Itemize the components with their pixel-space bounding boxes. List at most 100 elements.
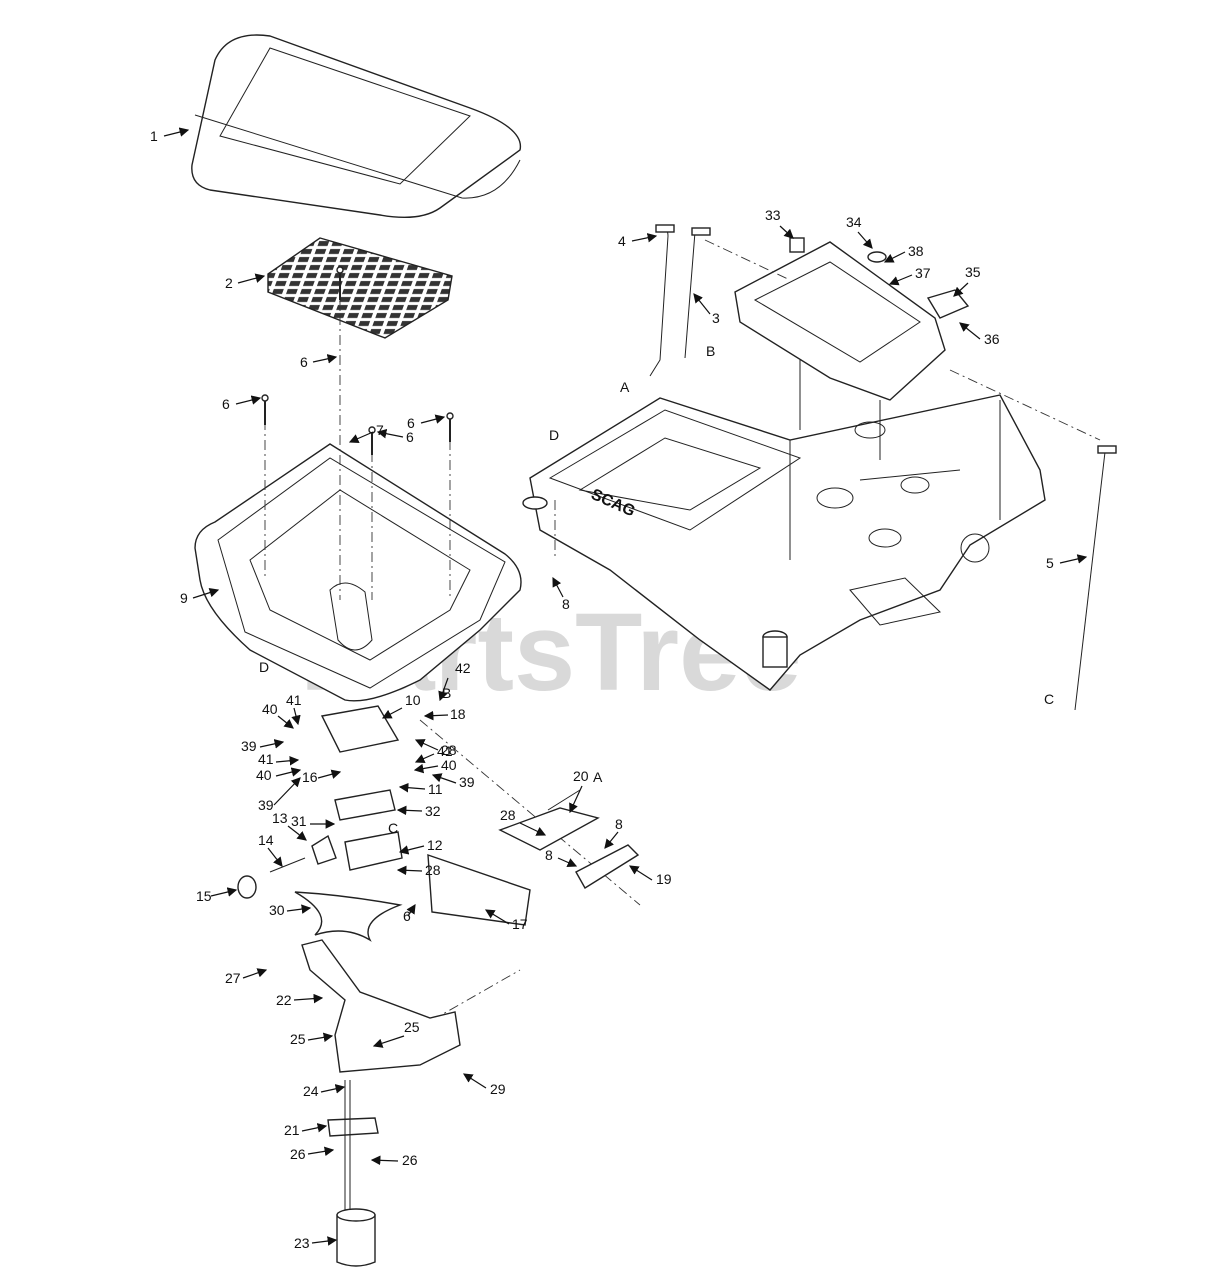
bolt-6-icon [336, 266, 344, 300]
callout: 40 [256, 767, 302, 783]
callout: 32 [396, 803, 441, 819]
callout-label: 8 [545, 847, 553, 863]
reference-letters: A A B B C C D D [259, 343, 1054, 836]
callout: 8 [545, 847, 578, 867]
hopper-lid [191, 34, 522, 218]
callout-label: 13 [272, 810, 288, 826]
callout-label: 40 [441, 757, 457, 773]
callout-label: 28 [441, 742, 457, 758]
callout: 6 [376, 428, 414, 445]
callout: 6 [403, 903, 416, 924]
callout-label: 39 [258, 797, 274, 813]
callout-label: 17 [512, 916, 528, 932]
callout: 11 [398, 781, 443, 797]
callout-label: 6 [406, 429, 414, 445]
callout: 28 [414, 739, 457, 758]
callout: 31 [291, 813, 336, 829]
callout: 15 [196, 887, 238, 904]
callout: 18 [423, 706, 466, 722]
reference-letter: C [1044, 691, 1054, 707]
callout-label: 6 [403, 908, 411, 924]
callout: 28 [396, 862, 441, 878]
callout: 24 [303, 1083, 346, 1099]
callout-label: 15 [196, 888, 212, 904]
callout-label: 39 [459, 774, 475, 790]
callout-label: 41 [286, 692, 302, 708]
cable-5 [1074, 445, 1117, 711]
callout-label: 40 [262, 701, 278, 717]
callout-label: 16 [302, 769, 318, 785]
callout: 16 [302, 769, 342, 785]
bolt-6-icon [261, 394, 269, 425]
reference-letter: D [259, 659, 269, 675]
callout: 10 [381, 692, 421, 719]
callout-label: 30 [269, 902, 285, 918]
callout: 21 [284, 1122, 328, 1138]
callout-label: 22 [276, 992, 292, 1008]
callout-label: 41 [437, 743, 453, 759]
mower-frame: SCAG [522, 394, 1046, 691]
callout-label: 14 [258, 832, 274, 848]
callout: 22 [276, 992, 324, 1008]
callout-label: 26 [290, 1146, 306, 1162]
callout: 5 [1046, 554, 1088, 571]
cable-3 [684, 227, 711, 359]
callout-label: 27 [225, 970, 241, 986]
callout: 13 [272, 810, 307, 841]
callout: 26 [290, 1146, 335, 1162]
callout-label: 25 [404, 1019, 420, 1035]
control-panel [734, 237, 970, 460]
callout: 28 [500, 807, 547, 836]
reference-letter: B [442, 685, 451, 701]
callout-label: 34 [846, 214, 862, 230]
callout: 4 [618, 233, 658, 249]
callout-label: 6 [407, 415, 415, 431]
callout-label: 4 [618, 233, 626, 249]
bolt-6-icon [368, 426, 376, 455]
callout-label: 18 [450, 706, 466, 722]
callout-label: 21 [284, 1122, 300, 1138]
callout: 41 [258, 751, 300, 767]
hopper-grate [267, 237, 453, 339]
callout: 38 [883, 243, 924, 263]
callout: 9 [180, 587, 220, 606]
callout-label: 25 [290, 1031, 306, 1047]
callout-label: 1 [150, 128, 158, 144]
callout-label: 20 [573, 768, 589, 784]
callout-label: 28 [500, 807, 516, 823]
callout-label: 26 [402, 1152, 418, 1168]
bolt-6-icon [446, 412, 454, 442]
callout-label: 2 [225, 275, 233, 291]
callout: 40 [262, 701, 294, 729]
reference-letter: B [706, 343, 715, 359]
callout-label: 35 [965, 264, 981, 280]
callout-label: 36 [984, 331, 1000, 347]
callout-label: 42 [455, 660, 471, 676]
callout-label: 6 [222, 396, 230, 412]
callout: 12 [398, 837, 443, 855]
callout-label: 8 [562, 596, 570, 612]
callout-label: 41 [258, 751, 274, 767]
callout-label: 38 [908, 243, 924, 259]
callout: 34 [846, 214, 873, 249]
callout-label: 33 [765, 207, 781, 223]
callout: 25 [372, 1019, 420, 1048]
callout-label: 5 [1046, 555, 1054, 571]
callout: 40 [413, 757, 457, 774]
callout-label: 29 [490, 1081, 506, 1097]
callout: 20 [569, 768, 589, 814]
callout-label: 32 [425, 803, 441, 819]
callout: 7 [348, 422, 384, 444]
callout: 14 [258, 832, 283, 867]
callout-label: 11 [428, 781, 443, 797]
callout: 39 [431, 773, 475, 790]
callout: 41 [414, 743, 453, 763]
callout: 25 [290, 1031, 334, 1047]
callout-label: 31 [291, 813, 307, 829]
callout: 8 [552, 576, 570, 612]
callout-label: 10 [405, 692, 421, 708]
callout-label: 8 [615, 816, 623, 832]
hopper-body [194, 443, 522, 702]
callout-label: 6 [300, 354, 308, 370]
